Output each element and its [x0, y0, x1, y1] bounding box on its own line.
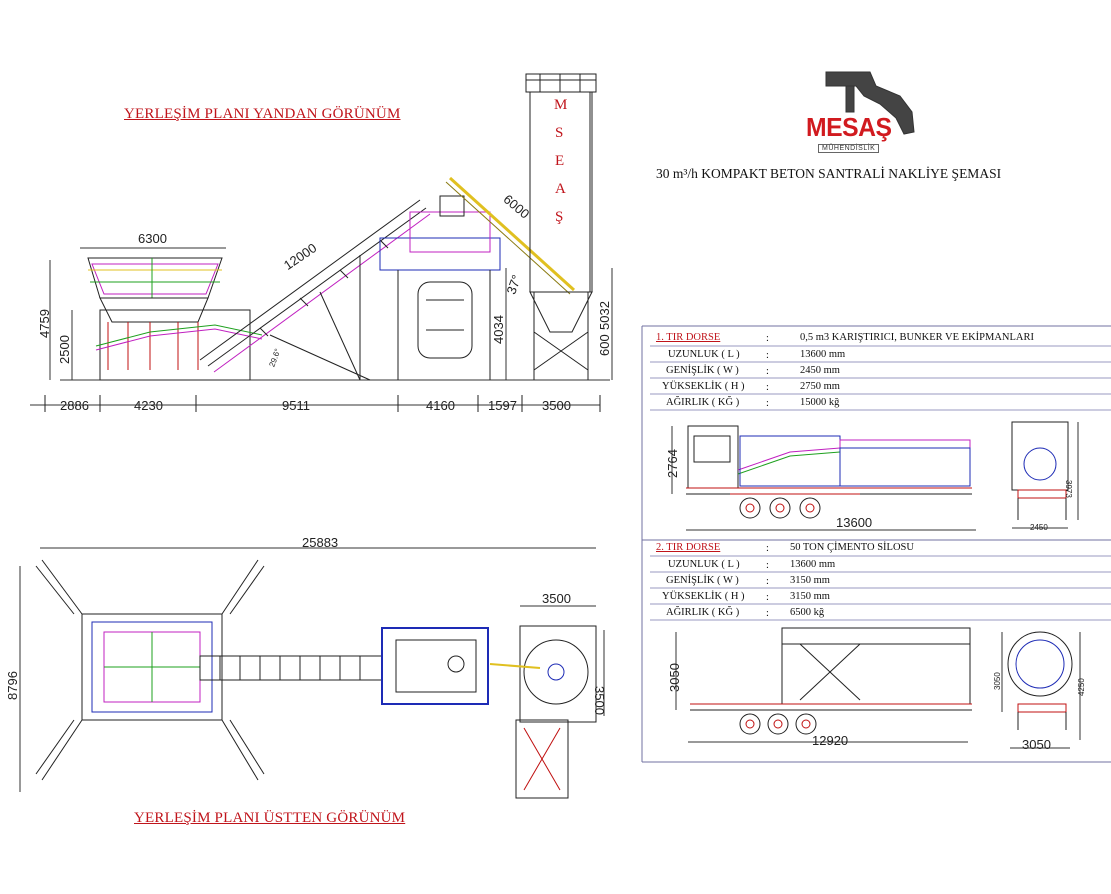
truck2-rear-inner-dim: 3050: [993, 672, 1002, 690]
truck1-row-label: AĞIRLIK ( KĞ ): [666, 397, 740, 408]
screw-conveyor: [445, 176, 576, 295]
truck1-header: 1. TIR DORSE: [656, 332, 721, 343]
dim-bunker-top-height: 4759: [37, 309, 52, 338]
dim-bottom: 1597: [488, 398, 517, 413]
dim-bottom: 9511: [282, 398, 310, 413]
dim-bottom: 2886: [60, 398, 89, 413]
truck1-description: 0,5 m3 KARIŞTIRICI, BUNKER VE EKİPMANLAR…: [800, 332, 1035, 343]
truck2-row-value: 6500 kğ: [790, 607, 825, 618]
logo-gear: [825, 71, 915, 135]
truck2-height-dim: 3050: [667, 663, 682, 692]
dim-mixer-height: 4034: [491, 315, 506, 344]
truck2-rear-outer-dim: 4250: [1077, 678, 1086, 696]
truck1-row-label: UZUNLUK ( L ): [668, 349, 740, 360]
truck1-height-dim: 2764: [665, 449, 680, 478]
truck1-row-value: 2750 mm: [800, 381, 840, 392]
dim-silo-width: 3500: [542, 591, 571, 606]
silo-letter: M: [554, 97, 568, 113]
dim-bunker-width: 6300: [138, 231, 167, 246]
dim-bottom: 4230: [134, 398, 163, 413]
plant-title: 30 m³/h KOMPAKT BETON SANTRALİ NAKLİYE Ş…: [656, 166, 1002, 181]
cement-silo: [525, 73, 597, 380]
truck2-length-dim: 12920: [812, 733, 849, 748]
brand-subtitle: MÜHENDİSLİK: [818, 144, 880, 153]
dim-total-width: 8796: [5, 671, 20, 700]
truck1-width-dim: 2450: [1030, 523, 1048, 532]
truck2-row-value: 3150 mm: [790, 575, 830, 586]
dim-silo-leg-height: 5032: [597, 301, 612, 330]
dim-bunker-height: 2500: [57, 335, 72, 364]
truck-panels: [641, 325, 1111, 763]
dim-silo-depth: 3500: [592, 686, 607, 715]
truck2-row-label: UZUNLUK ( L ): [668, 559, 740, 570]
side-view-title: YERLEŞİM PLANI YANDAN GÖRÜNÜM: [124, 106, 401, 122]
truck1-row-value: 15000 kğ: [800, 397, 840, 408]
truck1-row-value: 2450 mm: [800, 365, 840, 376]
truck2-width-dim: 3050: [1022, 737, 1051, 752]
truck2-side: [675, 627, 972, 743]
truck2-row-label: YÜKSEKLİK ( H ): [662, 591, 745, 602]
truck2-row-label: GENİŞLİK ( W ): [666, 575, 739, 586]
truck2-header: 2. TIR DORSE: [656, 542, 721, 553]
belt-conveyor: [199, 199, 431, 381]
dim-bottom: 4160: [426, 398, 455, 413]
truck2-row-value: 13600 mm: [790, 559, 836, 570]
silo-letter: E: [555, 153, 565, 169]
truck2-description: 50 TON ÇİMENTO SİLOSU: [790, 542, 914, 553]
dim-silo-leg-overlap: 600: [597, 334, 612, 356]
truck1-length-dim: 13600: [836, 515, 873, 530]
truck1-row-label: GENİŞLİK ( W ): [666, 365, 739, 376]
brand-logo: MESAŞ: [806, 112, 892, 142]
silo-letter: S: [555, 125, 564, 141]
dim-bottom: 3500: [542, 398, 571, 413]
aggregate-bunker: [87, 257, 263, 381]
side-view-drawing: [30, 73, 613, 412]
truck2-row-value: 3150 mm: [790, 591, 830, 602]
silo-letter: A: [555, 181, 566, 197]
truck1-side-height-dim: 3973: [1064, 480, 1073, 498]
truck1-row-label: YÜKSEKLİK ( H ): [662, 381, 745, 392]
dim-total-length: 25883: [302, 535, 339, 550]
truck2-row-label: AĞIRLIK ( KĞ ): [666, 607, 740, 618]
top-view-drawing: [19, 547, 605, 799]
silo-letter: Ş: [555, 209, 564, 225]
truck1-rear: [1011, 421, 1079, 529]
truck2-rear: [1001, 631, 1081, 749]
top-view-title: YERLEŞİM PLANI ÜSTTEN GÖRÜNÜM: [134, 810, 406, 826]
truck1-side: [671, 425, 976, 531]
truck1-row-value: 13600 mm: [800, 349, 846, 360]
mixer-platform: [379, 195, 501, 380]
